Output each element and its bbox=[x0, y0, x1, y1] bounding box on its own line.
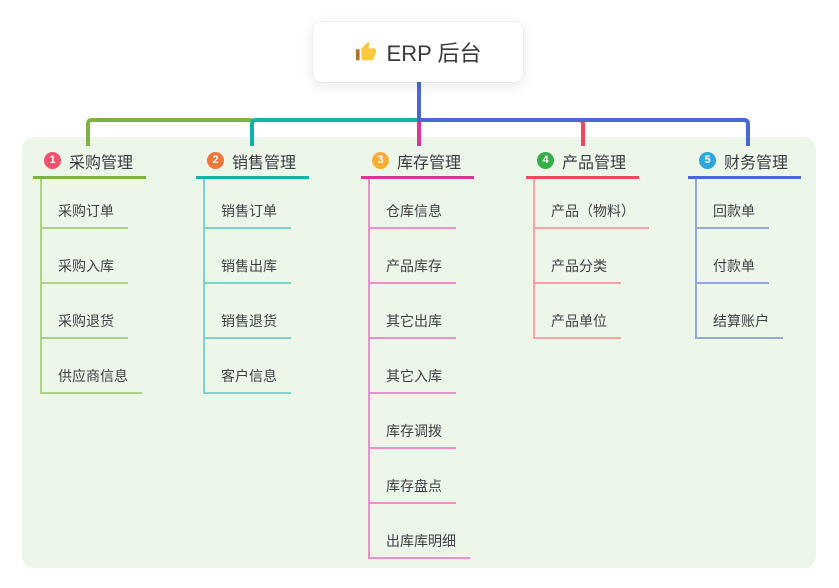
branch-3: 3 库存管理仓库信息产品库存其它出库其它入库库存调拨库存盘点出库库明细 bbox=[361, 145, 474, 559]
branch-1-child[interactable]: 采购入库 bbox=[42, 229, 128, 284]
child-node-label: 销售出库 bbox=[221, 258, 277, 274]
branch-2-title[interactable]: 2 销售管理 bbox=[196, 145, 309, 179]
branch-number-badge: 1 bbox=[44, 152, 61, 169]
branch-2-child[interactable]: 客户信息 bbox=[205, 339, 291, 394]
branch-3-children: 仓库信息产品库存其它出库其它入库库存调拨库存盘点出库库明细 bbox=[368, 179, 474, 559]
branch-2-child[interactable]: 销售退货 bbox=[205, 284, 291, 339]
child-node-label: 仓库信息 bbox=[386, 203, 442, 219]
branch-5-child[interactable]: 回款单 bbox=[697, 179, 769, 229]
branch-3-child[interactable]: 库存调拨 bbox=[370, 394, 456, 449]
branch-4-child[interactable]: 产品（物料） bbox=[535, 179, 649, 229]
branch-1: 1 采购管理采购订单采购入库采购退货供应商信息 bbox=[33, 145, 146, 394]
branch-4: 4 产品管理产品（物料） 产品分类产品单位 bbox=[526, 145, 649, 339]
thumbs-up-icon bbox=[355, 41, 377, 63]
child-node-label: 其它入库 bbox=[386, 368, 442, 384]
branch-3-child[interactable]: 库存盘点 bbox=[370, 449, 456, 504]
child-node-label: 产品（物料） bbox=[551, 203, 635, 219]
branch-2-child[interactable]: 销售订单 bbox=[205, 179, 291, 229]
branch-2: 2 销售管理销售订单销售出库销售退货客户信息 bbox=[196, 145, 309, 394]
child-node-label: 采购入库 bbox=[58, 258, 114, 274]
branch-number-badge: 4 bbox=[537, 152, 554, 169]
branch-3-child[interactable]: 仓库信息 bbox=[370, 179, 456, 229]
branch-3-child[interactable]: 其它出库 bbox=[370, 284, 456, 339]
branch-1-child[interactable]: 供应商信息 bbox=[42, 339, 142, 394]
child-node-label: 库存调拨 bbox=[386, 423, 442, 439]
child-node-label: 采购订单 bbox=[58, 203, 114, 219]
branch-5-child[interactable]: 结算账户 bbox=[697, 284, 783, 339]
branch-4-children: 产品（物料） 产品分类产品单位 bbox=[533, 179, 649, 339]
child-node-label: 产品单位 bbox=[551, 313, 607, 329]
branch-1-child[interactable]: 采购退货 bbox=[42, 284, 128, 339]
branch-title-label: 产品管理 bbox=[562, 154, 627, 172]
child-node-label: 付款单 bbox=[713, 258, 755, 274]
child-node-label: 结算账户 bbox=[713, 313, 769, 329]
branch-title-label: 财务管理 bbox=[724, 154, 789, 172]
branch-2-children: 销售订单销售出库销售退货客户信息 bbox=[203, 179, 309, 394]
branch-1-title[interactable]: 1 采购管理 bbox=[33, 145, 146, 179]
branch-1-child[interactable]: 采购订单 bbox=[42, 179, 128, 229]
child-node-label: 产品库存 bbox=[386, 258, 442, 274]
root-node[interactable]: ERP 后台 bbox=[313, 22, 523, 82]
branch-4-title[interactable]: 4 产品管理 bbox=[526, 145, 639, 179]
child-node-label: 其它出库 bbox=[386, 313, 442, 329]
child-node-label: 销售退货 bbox=[221, 313, 277, 329]
branch-3-child[interactable]: 其它入库 bbox=[370, 339, 456, 394]
root-label: ERP 后台 bbox=[386, 41, 482, 66]
branch-3-child[interactable]: 产品库存 bbox=[370, 229, 456, 284]
branch-title-label: 销售管理 bbox=[232, 154, 297, 172]
branch-number-badge: 2 bbox=[207, 152, 224, 169]
branch-3-title[interactable]: 3 库存管理 bbox=[361, 145, 474, 179]
branch-5: 5 财务管理回款单付款单结算账户 bbox=[688, 145, 801, 339]
branch-4-child[interactable]: 产品分类 bbox=[535, 229, 621, 284]
branch-3-child[interactable]: 出库库明细 bbox=[370, 504, 470, 559]
branch-4-child[interactable]: 产品单位 bbox=[535, 284, 621, 339]
branch-5-child[interactable]: 付款单 bbox=[697, 229, 769, 284]
branch-1-children: 采购订单采购入库采购退货供应商信息 bbox=[40, 179, 146, 394]
branch-title-label: 库存管理 bbox=[397, 154, 462, 172]
child-node-label: 出库库明细 bbox=[386, 533, 456, 549]
child-node-label: 采购退货 bbox=[58, 313, 114, 329]
branch-2-child[interactable]: 销售出库 bbox=[205, 229, 291, 284]
branch-number-badge: 5 bbox=[699, 152, 716, 169]
branch-5-title[interactable]: 5 财务管理 bbox=[688, 145, 801, 179]
branch-number-badge: 3 bbox=[372, 152, 389, 169]
child-node-label: 产品分类 bbox=[551, 258, 607, 274]
child-node-label: 供应商信息 bbox=[58, 368, 128, 384]
branch-title-label: 采购管理 bbox=[69, 154, 134, 172]
child-node-label: 销售订单 bbox=[221, 203, 277, 219]
branches-panel bbox=[22, 137, 816, 568]
branch-5-children: 回款单付款单结算账户 bbox=[695, 179, 801, 339]
child-node-label: 回款单 bbox=[713, 203, 755, 219]
child-node-label: 客户信息 bbox=[221, 368, 277, 384]
child-node-label: 库存盘点 bbox=[386, 478, 442, 494]
